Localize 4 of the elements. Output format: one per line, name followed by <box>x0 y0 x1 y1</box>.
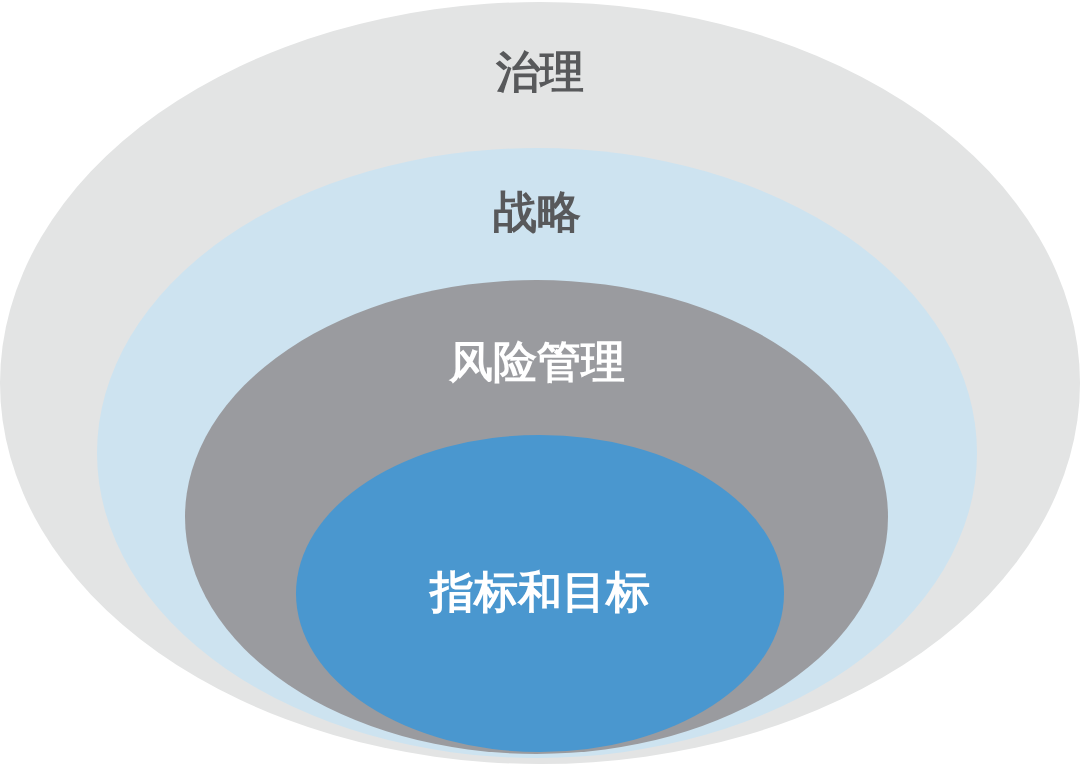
layer-label: 战略 <box>493 187 581 237</box>
layer-label: 风险管理 <box>448 337 625 387</box>
layer-label: 指标和目标 <box>430 567 650 617</box>
layer-label: 治理 <box>496 47 584 97</box>
